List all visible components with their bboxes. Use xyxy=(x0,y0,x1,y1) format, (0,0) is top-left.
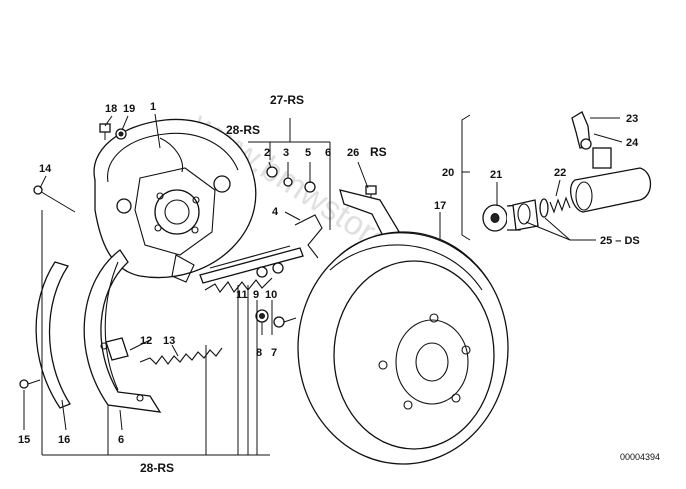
callout-24: 24 xyxy=(626,137,639,149)
callout-8: 8 xyxy=(256,347,262,359)
group-27-rs: 27-RS xyxy=(270,93,304,107)
bolt-18 xyxy=(99,123,111,140)
bolt-15 xyxy=(19,379,41,389)
callout-9: 9 xyxy=(253,289,259,301)
callout-7: 7 xyxy=(271,347,277,359)
catalog-number: 00004394 xyxy=(620,452,660,462)
washer-3 xyxy=(283,177,293,187)
callout-16: 16 xyxy=(58,434,70,446)
callout-17: 17 xyxy=(434,200,446,212)
callout-5: 5 xyxy=(305,147,311,159)
callout-12: 12 xyxy=(140,335,152,347)
seal-22 xyxy=(512,199,539,231)
callout-18: 18 xyxy=(105,103,117,115)
wheel-cylinder-body-20 xyxy=(570,147,652,213)
callout-labels: 1 2 3 4 5 6 6 7 8 9 10 11 12 13 14 15 16… xyxy=(18,93,660,475)
callout-23: 23 xyxy=(626,113,638,125)
callout-2: 2 xyxy=(264,147,270,159)
leader-lines xyxy=(23,113,623,456)
group-28-rs-bottom: 28-RS xyxy=(140,461,174,475)
callout-26: 26 xyxy=(347,147,359,159)
callout-1: 1 xyxy=(150,101,156,113)
washer-8 xyxy=(255,309,269,323)
callout-25-ds: 25 – DS xyxy=(600,235,640,247)
upper-spring-9-10 xyxy=(204,262,284,293)
callout-21: 21 xyxy=(490,169,502,181)
bolt-7 xyxy=(273,316,297,328)
spring-25 xyxy=(539,196,571,218)
brake-shoe-6 xyxy=(83,249,162,413)
backing-plate xyxy=(93,118,257,283)
callout-13: 13 xyxy=(163,335,175,347)
brake-drum-17 xyxy=(297,231,509,465)
callout-19: 19 xyxy=(123,103,135,115)
pin-14 xyxy=(33,185,76,213)
callout-20: 20 xyxy=(442,167,454,179)
washer-19 xyxy=(115,128,127,140)
group-28-rs-top: 28-RS xyxy=(226,123,260,137)
brake-shoe-lining-16 xyxy=(35,261,71,409)
bleeder-23-24 xyxy=(571,111,592,150)
callout-10: 10 xyxy=(265,289,277,301)
callout-rs: RS xyxy=(370,145,387,159)
callout-4: 4 xyxy=(272,206,279,218)
callout-11: 11 xyxy=(236,289,248,301)
callout-3: 3 xyxy=(283,147,289,159)
adjuster-strut-11 xyxy=(199,245,304,284)
adjuster-bracket-12 xyxy=(105,337,129,361)
clip-5 xyxy=(304,181,316,193)
callout-14: 14 xyxy=(39,163,52,175)
callout-6-bottom: 6 xyxy=(118,434,124,446)
callout-15: 15 xyxy=(18,434,30,446)
callout-22: 22 xyxy=(554,167,566,179)
spring-clip-4 xyxy=(294,214,323,259)
nut-2 xyxy=(266,166,278,178)
lower-return-spring-13 xyxy=(139,347,223,365)
callout-6-top: 6 xyxy=(325,147,331,159)
